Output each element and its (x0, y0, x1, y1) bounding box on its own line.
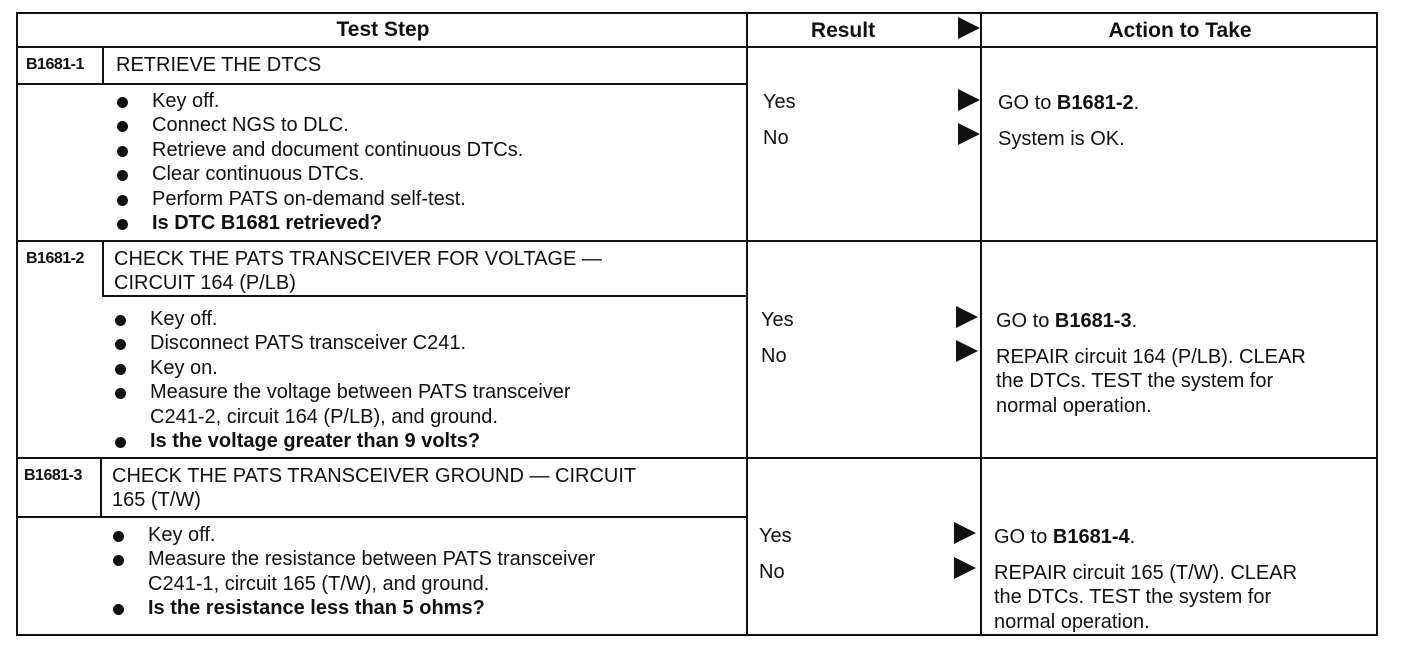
bullet-dot-icon (115, 388, 126, 400)
header-action: Action to Take (1108, 19, 1252, 42)
bullet-dot-icon (115, 437, 126, 449)
bullet-item: Key off. (112, 307, 571, 331)
step-id: B1681-3 (24, 467, 82, 484)
step-bullets: Key off. Measure the resistance between … (110, 523, 595, 621)
title-divider-1 (18, 83, 748, 85)
step-title-line: CIRCUIT 164 (P/LB) (114, 272, 296, 294)
action-yes: GO to B1681-4. (994, 526, 1136, 548)
bullet-dot-icon (117, 145, 128, 157)
bullet-dot-icon (117, 219, 128, 231)
action-yes: GO to B1681-2. (998, 92, 1140, 114)
bullet-dot-icon (113, 604, 124, 616)
bullet-dot-icon (117, 170, 128, 182)
bullet-item: Connect NGS to DLC. (114, 113, 523, 137)
step-title-line: CHECK THE PATS TRANSCEIVER GROUND — CIRC… (112, 465, 637, 487)
step-title-line: 165 (T/W) (112, 489, 201, 511)
step-title: CHECK THE PATS TRANSCEIVER FOR VOLTAGE —… (114, 247, 602, 295)
bullet-dot-icon (115, 315, 126, 326)
bullet-dot-icon (117, 194, 128, 206)
bullet-dot-icon (115, 363, 126, 375)
bullet-dot-icon (117, 97, 128, 108)
header-arrow-icon (958, 17, 980, 39)
divider-id-3 (100, 459, 102, 518)
bullet-question: Is DTC B1681 retrieved? (114, 211, 523, 235)
arrow-yes-icon (958, 89, 980, 111)
divider-id-1 (102, 48, 104, 85)
step-divider-2 (18, 457, 1378, 459)
result-yes: Yes (761, 309, 794, 331)
result-no: No (763, 127, 789, 149)
arrow-no-icon (954, 557, 976, 579)
step-bullets: Key off. Connect NGS to DLC. Retrieve an… (114, 89, 523, 235)
arrow-yes-icon (954, 522, 976, 544)
step-id: B1681-1 (26, 56, 84, 73)
divider-result-col (746, 14, 748, 634)
step-bullets: Key off. Disconnect PATS transceiver C24… (112, 307, 571, 453)
header-test-step: Test Step (336, 18, 430, 41)
header-result: Result (810, 19, 876, 42)
bullet-item: Clear continuous DTCs. (114, 162, 523, 186)
bullet-item: Measure the voltage between PATS transce… (112, 380, 571, 429)
step-title: RETRIEVE THE DTCS (116, 53, 321, 77)
action-yes: GO to B1681-3. (996, 310, 1138, 332)
step-title-line: CHECK THE PATS TRANSCEIVER FOR VOLTAGE — (114, 248, 602, 270)
bullet-dot-icon (113, 531, 124, 542)
action-no: System is OK. (998, 128, 1125, 150)
result-no: No (761, 345, 787, 367)
bullet-dot-icon (113, 555, 124, 567)
bullet-dot-icon (117, 121, 128, 133)
bullet-question: Is the voltage greater than 9 volts? (112, 429, 571, 453)
bullet-item: Key off. (110, 523, 595, 547)
bullet-item: Retrieve and document continuous DTCs. (114, 138, 523, 162)
divider-id-2 (102, 242, 104, 297)
title-divider-3 (18, 516, 748, 518)
arrow-yes-icon (956, 306, 978, 328)
arrow-no-icon (958, 123, 980, 145)
step-title-line: RETRIEVE THE DTCS (116, 54, 322, 76)
header-divider (18, 46, 1378, 48)
result-yes: Yes (763, 91, 796, 113)
action-no: REPAIR circuit 165 (T/W). CLEAR the DTCs… (994, 562, 1298, 633)
title-divider-2 (102, 295, 748, 297)
action-no: REPAIR circuit 164 (P/LB). CLEAR the DTC… (996, 346, 1306, 417)
diagnostic-table: Test Step Result Action to Take B1681-1 … (16, 12, 1378, 636)
bullet-dot-icon (115, 339, 126, 351)
bullet-item: Perform PATS on-demand self-test. (114, 187, 523, 211)
step-divider-1 (18, 240, 1378, 242)
bullet-question: Is the resistance less than 5 ohms? (110, 596, 595, 620)
divider-action-col (980, 14, 982, 634)
bullet-item: Key on. (112, 356, 571, 380)
arrow-no-icon (956, 340, 978, 362)
result-yes: Yes (759, 525, 792, 547)
result-no: No (759, 561, 785, 583)
step-id: B1681-2 (26, 250, 84, 267)
bullet-item: Disconnect PATS transceiver C241. (112, 331, 571, 355)
bullet-item: Measure the resistance between PATS tran… (110, 547, 595, 596)
bullet-item: Key off. (114, 89, 523, 113)
step-title: CHECK THE PATS TRANSCEIVER GROUND — CIRC… (112, 464, 636, 512)
